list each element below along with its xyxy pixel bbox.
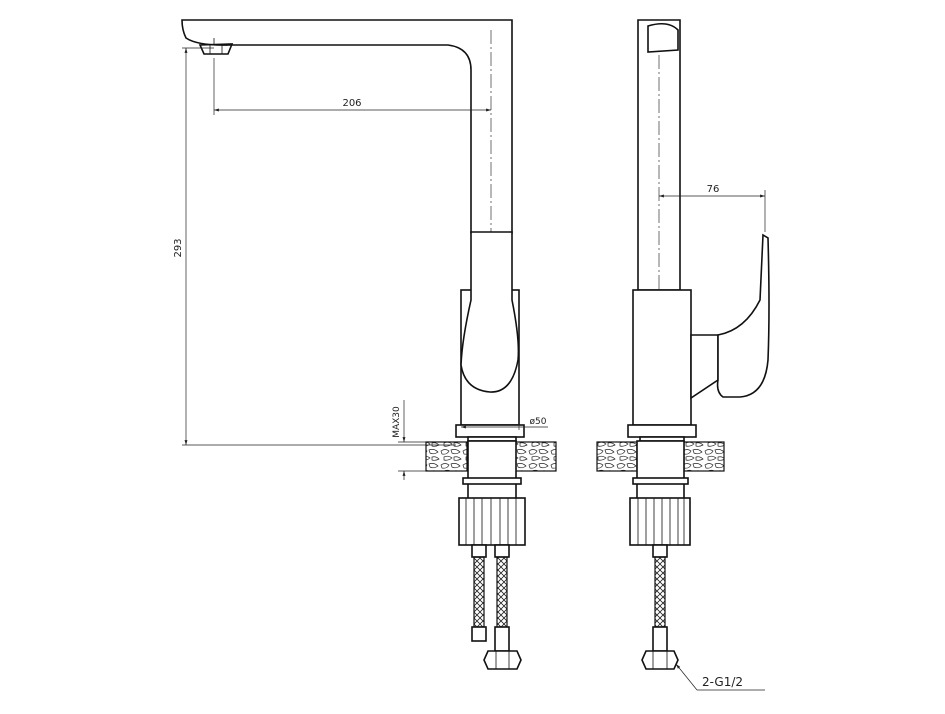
dim-total-height: 293 [173, 238, 184, 257]
side-view: 76 2-G1/2 [596, 19, 770, 691]
countertop-right [514, 441, 557, 472]
hose-hex-nut [483, 650, 522, 670]
mounting-nut [458, 497, 526, 546]
dim-base-diameter: ø50 [530, 417, 547, 427]
handle-lever [460, 231, 520, 393]
side-body-cylinder [632, 289, 692, 426]
front-view: 206 293 MAX30 ø50 [173, 19, 557, 670]
dim-handle-offset: 76 [707, 184, 720, 195]
countertop-left [425, 441, 468, 472]
side-handle-lever [690, 334, 719, 400]
side-supply-hose [652, 544, 668, 652]
aerator [198, 43, 234, 55]
supply-hose-right [494, 544, 510, 652]
dim-spout-reach: 206 [342, 98, 361, 109]
dim-max-deck: MAX30 [392, 406, 402, 438]
side-hose-hex-nut [641, 650, 679, 670]
dim-connection: 2-G1/2 [702, 675, 743, 689]
side-countertop-left [596, 441, 638, 472]
side-mounting-nut [629, 497, 691, 546]
spout-body [181, 19, 513, 234]
side-countertop-right [683, 441, 725, 472]
supply-hose-left [471, 544, 487, 642]
shank [467, 440, 517, 500]
